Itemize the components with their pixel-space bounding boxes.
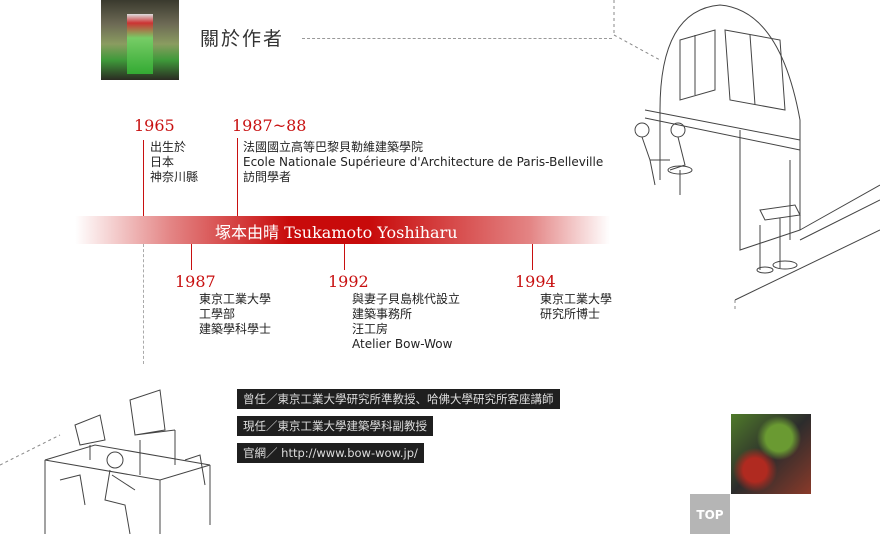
entry-line: Ecole Nationale Supérieure d'Architectur… [243,155,604,169]
entry-line: 工學部 [199,307,236,321]
building-sketch-illustration [613,0,880,310]
timeline-marker [191,244,192,270]
plant-wall-photo [731,414,811,494]
entry-line: 與妻子貝島桃代設立 [352,292,461,306]
timeline-year-1987-88: 1987~88 [232,116,307,135]
entry-line: 研究所博士 [540,307,601,321]
name-band: 塚本由晴 Tsukamoto Yoshiharu [75,216,610,244]
timeline-entry-1994: 東京工業大學 研究所博士 [540,292,612,322]
author-name: 塚本由晴 Tsukamoto Yoshiharu [215,223,458,242]
entry-line: 東京工業大學 [199,292,272,306]
timeline-marker [143,140,144,216]
entry-line: 日本 [150,155,175,169]
website-link[interactable]: 官網／ http://www.bow-wow.jp/ [237,443,424,463]
entry-line: 汪工房 [352,322,389,336]
entry-line: 神奈川縣 [150,170,199,184]
timeline-year-1994: 1994 [515,272,556,291]
timeline-entry-1992: 與妻子貝島桃代設立 建築事務所 汪工房 Atelier Bow-Wow [352,292,460,352]
current-position: 現任／東京工業大學建築學科副教授 [237,416,433,436]
timeline-year-1987: 1987 [175,272,216,291]
entry-line: 東京工業大學 [540,292,613,306]
entry-line: 出生於 [150,140,187,154]
timeline-year-1992: 1992 [328,272,369,291]
entry-line: 建築事務所 [352,307,413,321]
timeline-entry-1987: 東京工業大學 工學部 建築學科學士 [199,292,271,337]
timeline-entry-1965: 出生於 日本 神奈川縣 [150,140,198,185]
entry-line: 法國國立高等巴黎貝勒維建築學院 [243,140,424,154]
divider [302,38,612,39]
entry-line: 訪問學者 [243,170,292,184]
former-position: 曾任／東京工業大學研究所準教授、哈佛大學研究所客座講師 [237,389,560,409]
author-photo [101,0,179,80]
dashed-guide [143,244,144,364]
timeline-marker [344,244,345,270]
timeline-year-1965: 1965 [134,116,175,135]
entry-line: Atelier Bow-Wow [352,337,453,351]
table-sketch-illustration [0,389,211,534]
timeline-entry-1987-88: 法國國立高等巴黎貝勒維建築學院 Ecole Nationale Supérieu… [243,140,603,185]
page-title: 關於作者 [200,28,285,50]
timeline-marker [237,138,238,216]
back-to-top-button[interactable]: TOP [690,494,730,534]
entry-line: 建築學科學士 [199,322,272,336]
timeline-marker [532,244,533,270]
